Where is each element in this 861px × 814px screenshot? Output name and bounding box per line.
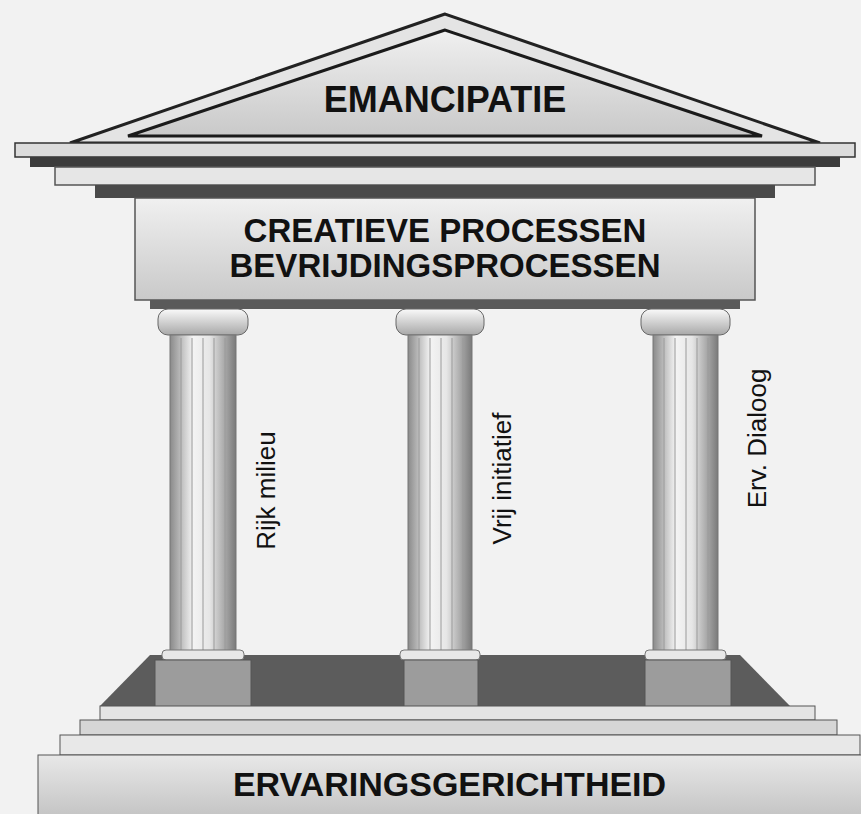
pediment: EMANCIPATIE [180,70,710,130]
temple-heading: CREATIEVE PROCESSEN [244,214,647,249]
temple-heading: ERVARINGSGERICHTHEID [233,767,666,803]
entablature: CREATIEVE PROCESSENBEVRIJDINGSPROCESSEN [135,198,755,300]
base-step: ERVARINGSGERICHTHEID [38,755,861,814]
pillar-label: Erv. Dialoog [743,368,774,508]
temple-subheading: BEVRIJDINGSPROCESSEN [230,249,661,284]
column: Rijk milieu [150,305,290,705]
column: Vrij initiatief [395,305,535,705]
pillar-label: Rijk milieu [251,431,282,549]
temple-heading: EMANCIPATIE [324,81,567,119]
pillar-label: Vrij initiatief [488,412,519,544]
column: Erv. Dialoog [640,305,790,705]
